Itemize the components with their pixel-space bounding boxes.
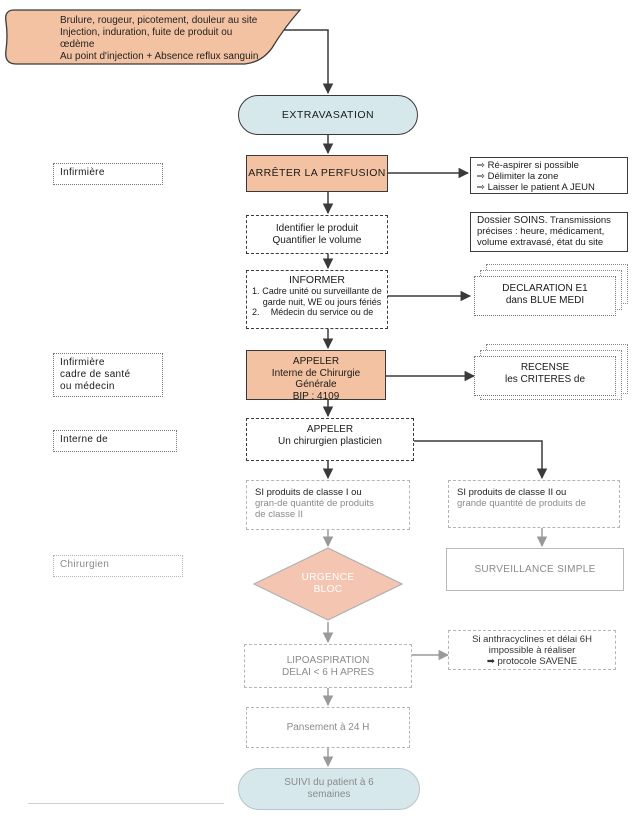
appeler-interne-line3: Générale xyxy=(295,379,337,390)
arrow-right-icon: ⇨ xyxy=(477,182,485,193)
dossier-line2: précises : heure, médicament, xyxy=(477,226,605,237)
stop-perfusion-node: ARRÊTER LA PERFUSION xyxy=(246,155,388,192)
arrow-right-icon: ➡ xyxy=(486,656,495,667)
classe1-line1: SI produits de classe I ou xyxy=(255,487,362,498)
action-reaspirer-label: Ré-aspirer si possible xyxy=(487,160,579,171)
classe1-line3: de classe II xyxy=(255,509,304,520)
urgence-diamond xyxy=(252,547,404,621)
dossier-soins-box: Dossier SOINS. Transmissions précises : … xyxy=(470,212,628,252)
suivi-line2: semaines xyxy=(307,789,351,800)
start-banner: Brulure, rougeur, picotement, douleur au… xyxy=(60,15,290,63)
lipo-line1: LIPOASPIRATION xyxy=(286,655,370,666)
lipo-line2: DELAI < 6 H APRES xyxy=(282,667,374,678)
action-jeun-label: Laisser le patient A JEUN xyxy=(487,182,595,193)
suivi-node: SUIVI du patient à 6 semaines xyxy=(238,768,420,810)
appeler-plasticien-line2: Un chirurgien plasticien xyxy=(278,436,382,447)
extravasation-label: EXTRAVASATION xyxy=(281,109,375,121)
role-cadre-line2: cadre de santé xyxy=(60,369,131,380)
informer-item1-text: Cadre unité ou surveillante de garde nui… xyxy=(262,286,382,307)
urgence-line2: BLOC xyxy=(313,584,343,595)
appeler-interne-line2: Interne de Chirurgie xyxy=(271,367,361,379)
action-jeun: ⇨ Laisser le patient A JEUN xyxy=(477,182,621,193)
connector-plasticien-to-classe2 xyxy=(414,440,548,480)
anthra-line2: impossible à réaliser xyxy=(488,645,576,656)
appeler-plasticien-line1: APPELER xyxy=(306,424,354,435)
surveillance-node: SURVEILLANCE SIMPLE xyxy=(446,548,624,591)
stop-perfusion-label: ARRÊTER LA PERFUSION xyxy=(248,167,386,179)
classe2-node: SI produits de classe II ou grande quant… xyxy=(448,480,620,528)
classe1-line2: gran-de quantité de produits xyxy=(255,498,374,509)
role-infirmiere-cadre: Infirmière cadre de santé ou médecin xyxy=(53,353,163,397)
arrow-right-icon: ⇨ xyxy=(477,160,485,171)
appeler-plasticien-node: APPELER Un chirurgien plasticien xyxy=(246,418,414,461)
informer-item1-num: 1. xyxy=(252,286,260,296)
declaration-line1: DECLARATION E1 xyxy=(502,283,588,294)
role-chirurgien: Chirurgien xyxy=(53,555,183,577)
lipo-node: LIPOASPIRATION DELAI < 6 H APRES xyxy=(244,644,412,688)
pansement-label: Pansement à 24 H xyxy=(286,722,370,733)
informer-item2: 2. Médecin du service ou de xyxy=(252,307,382,318)
informer-item2-num: 2. xyxy=(252,307,260,317)
appeler-interne-node: APPELER Interne de Chirurgie Générale BI… xyxy=(246,350,386,400)
dossier-line3: volume extravasé, état du site xyxy=(477,237,604,248)
role-infirmiere-label: Infirmière xyxy=(60,167,105,178)
surveillance-label: SURVEILLANCE SIMPLE xyxy=(474,564,596,575)
classe2-line2: grande quantité de produits de xyxy=(457,498,586,509)
extravasation-node: EXTRAVASATION xyxy=(238,95,418,135)
identify-line1: Identifier le produit xyxy=(275,223,359,234)
action-reaspirer: ⇨ Ré-aspirer si possible xyxy=(477,160,621,171)
informer-item2-line1: Médecin du service ou de xyxy=(270,307,374,317)
action-delimiter-label: Délimiter la zone xyxy=(487,171,559,182)
footer-divider xyxy=(28,803,224,804)
dossier-title: Dossier SOINS. xyxy=(477,215,548,226)
action-delimiter: ⇨ Délimiter la zone xyxy=(477,171,621,182)
urgence-label: URGENCE BLOC xyxy=(274,572,382,596)
declaration-doc: DECLARATION E1 dans BLUE MEDI xyxy=(474,276,616,316)
dossier-line1-rest: Transmissions xyxy=(547,215,611,226)
identify-node: Identifier le produit Quantifier le volu… xyxy=(246,215,388,254)
anthra-line3: protocole SAVENE xyxy=(497,656,578,667)
informer-title: INFORMER xyxy=(289,274,345,286)
appeler-interne-line4: BIP : 4109 xyxy=(292,390,340,400)
start-banner-line1: Brulure, rougeur, picotement, douleur au… xyxy=(60,15,258,26)
role-chirurgien-label: Chirurgien xyxy=(60,559,110,570)
dossier-line1: Dossier SOINS. Transmissions xyxy=(477,215,621,226)
pansement-node: Pansement à 24 H xyxy=(246,707,410,748)
informer-item1: 1. Cadre unité ou surveillante de garde … xyxy=(252,286,382,307)
informer-item1-line1: Cadre unité ou surveillante de xyxy=(262,286,382,296)
stop-actions-box: ⇨ Ré-aspirer si possible ⇨ Délimiter la … xyxy=(470,157,628,194)
informer-node: INFORMER 1. Cadre unité ou surveillante … xyxy=(246,270,388,329)
classe1-node: SI produits de classe I ou gran-de quant… xyxy=(246,480,410,530)
recense-line1: RECENSE xyxy=(520,362,570,373)
classe2-line1: SI produits de classe II ou xyxy=(457,487,567,498)
connector-start-to-extravasation xyxy=(270,29,334,95)
role-cadre-line3: ou médecin xyxy=(60,381,115,392)
declaration-line2: dans BLUE MEDI xyxy=(505,295,585,306)
identify-line2: Quantifier le volume xyxy=(272,235,362,246)
anthra-line1: Si anthracyclines et délai 6H xyxy=(472,634,592,645)
role-interne-label: Interne de xyxy=(60,434,109,445)
role-cadre-line1: Infirmière xyxy=(60,357,105,368)
recense-line2: les CRITERES de xyxy=(504,374,586,385)
urgence-line1: URGENCE xyxy=(301,572,355,583)
start-banner-line4: Au point d'injection + Absence reflux sa… xyxy=(60,51,259,62)
role-infirmiere: Infirmière xyxy=(53,163,163,185)
role-interne: Interne de xyxy=(53,430,177,452)
start-banner-line2: Injection, induration, fuite de produit … xyxy=(60,27,233,38)
anthra-line3-wrap: ➡ protocole SAVENE xyxy=(449,656,615,667)
informer-item1-line2: garde nuit, WE ou jours fériés xyxy=(262,296,382,307)
arrow-right-icon: ⇨ xyxy=(477,171,485,182)
anthra-node: Si anthracyclines et délai 6H impossible… xyxy=(448,630,616,670)
suivi-line1: SUIVI du patient à 6 xyxy=(284,777,374,788)
recense-doc: RECENSE les CRITERES de xyxy=(474,356,616,396)
start-banner-line3: œdème xyxy=(60,39,95,50)
appeler-interne-line1: APPELER xyxy=(292,356,340,367)
start-banner-shape xyxy=(5,9,302,65)
